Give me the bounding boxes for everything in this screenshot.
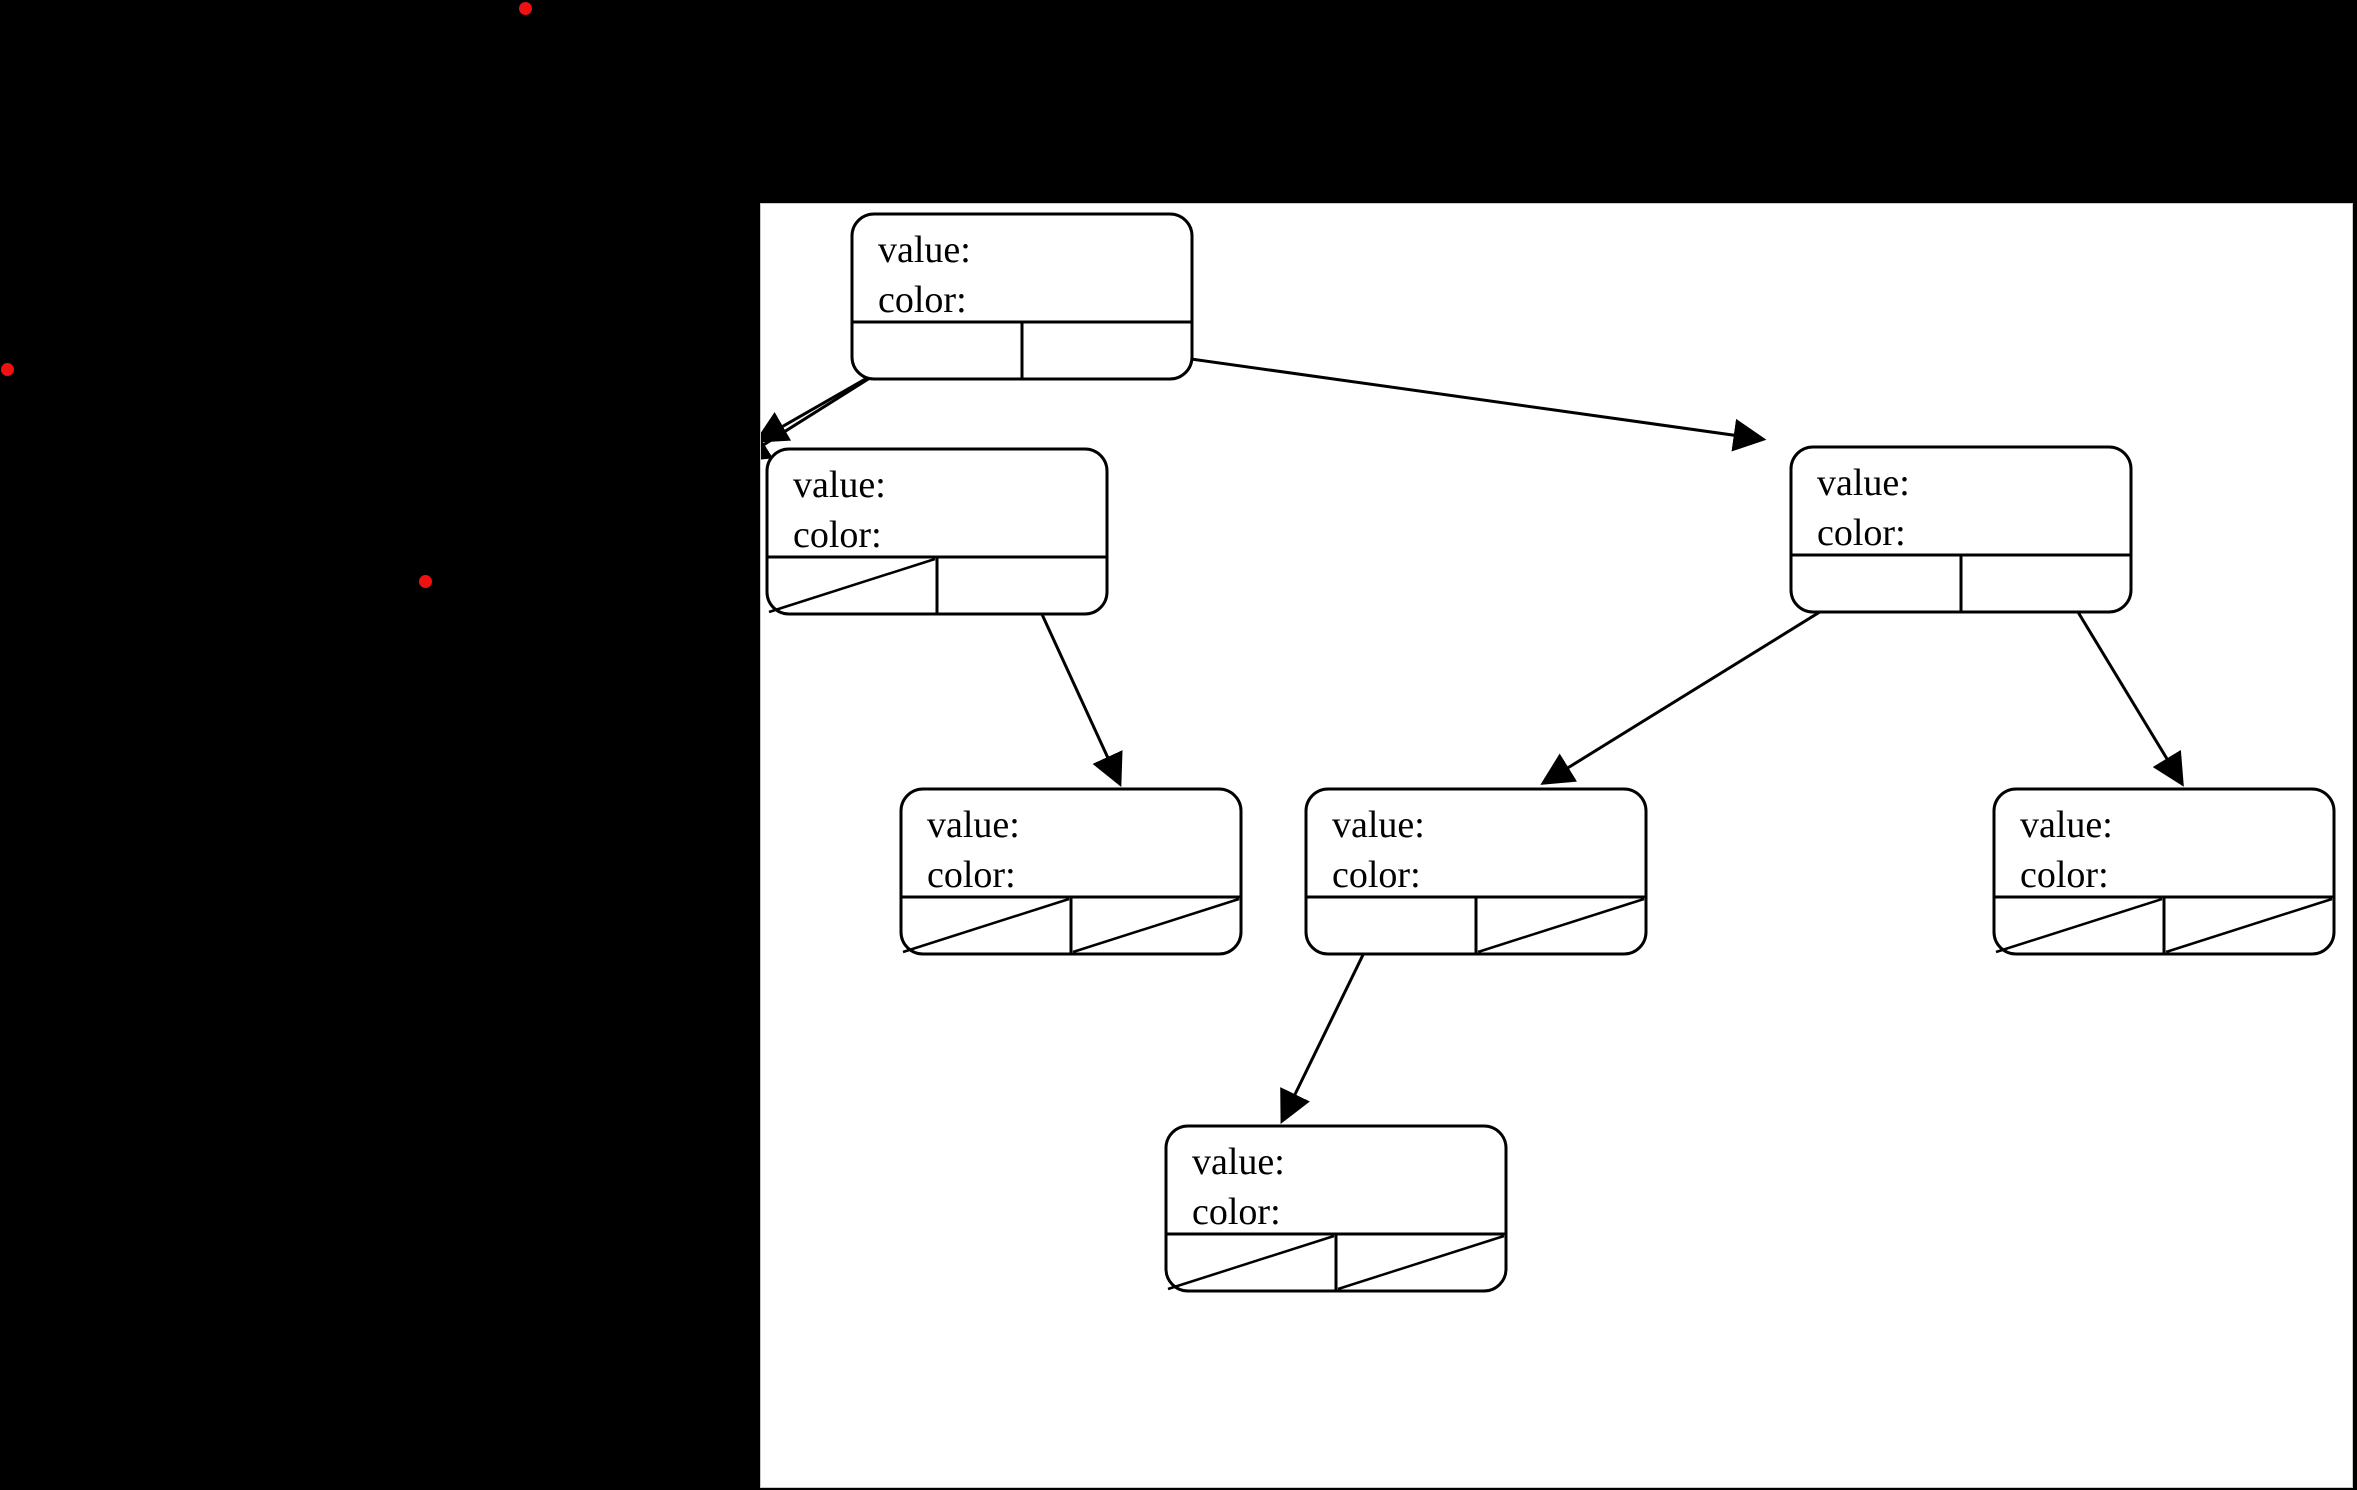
- tree-node-right-child[interactable]: value: color:: [1789, 445, 2133, 614]
- tree-node-deepest-null-right-slash: [1337, 1234, 1505, 1291]
- tree-node-right-child-value-label: value:: [1817, 462, 1910, 504]
- red-marker-middle: [419, 575, 432, 588]
- tree-node-right-right-grandchild-null-left-slash: [1995, 897, 2163, 954]
- tree-node-deepest[interactable]: value: color:: [1164, 1124, 1508, 1293]
- tree-node-right-left-grandchild-null-right-slash: [1477, 897, 1645, 954]
- tree-node-left-child-color-label: color:: [793, 514, 882, 556]
- tree-node-root-value-label: value:: [878, 229, 971, 271]
- tree-node-left-right-grandchild[interactable]: value: color:: [899, 787, 1243, 956]
- tree-node-right-left-grandchild-value-label: value:: [1332, 804, 1425, 846]
- tree-node-right-left-grandchild[interactable]: value: color:: [1304, 787, 1648, 956]
- red-black-tree-diagram[interactable]: value: color: value: color: value: color…: [760, 203, 2353, 1488]
- tree-node-root[interactable]: value: color:: [850, 212, 1194, 381]
- tree-diagram-canvas: value: color: value: color: value: color…: [761, 212, 2336, 1293]
- edge-right-child-to-left-grandchild-line: [1540, 582, 1866, 785]
- tree-node-left-child-value-label: value:: [793, 464, 886, 506]
- tree-node-right-left-grandchild-color-label: color:: [1332, 854, 1421, 896]
- tree-node-left-right-grandchild-value-label: value:: [927, 804, 1020, 846]
- red-marker-left: [1, 363, 14, 376]
- tree-node-right-right-grandchild-value-label: value:: [2020, 804, 2113, 846]
- tree-node-right-right-grandchild[interactable]: value: color:: [1992, 787, 2336, 956]
- tree-node-deepest-null-left-slash: [1167, 1234, 1335, 1291]
- tree-node-root-color-label: color:: [878, 279, 967, 321]
- red-marker-top: [519, 2, 532, 15]
- tree-node-left-child[interactable]: value: color:: [765, 447, 1109, 616]
- tree-node-right-right-grandchild-color-label: color:: [2020, 854, 2109, 896]
- tree-node-right-right-grandchild-null-right-slash: [2165, 897, 2333, 954]
- tree-node-left-right-grandchild-null-left-slash: [902, 897, 1070, 954]
- tree-node-left-right-grandchild-null-right-slash: [1072, 897, 1240, 954]
- edge-right-child-to-right-grandchild-line: [2059, 583, 2184, 787]
- edge-root-to-right-child-line: [1126, 348, 1767, 452]
- tree-node-deepest-value-label: value:: [1192, 1141, 1285, 1183]
- tree-node-deepest-color-label: color:: [1192, 1191, 1281, 1233]
- tree-node-left-right-grandchild-color-label: color:: [927, 854, 1016, 896]
- edge-left-child-to-grandchild-line: [1027, 585, 1123, 787]
- tree-node-right-child-color-label: color:: [1817, 512, 1906, 554]
- tree-node-left-child-null-left-slash: [768, 557, 936, 614]
